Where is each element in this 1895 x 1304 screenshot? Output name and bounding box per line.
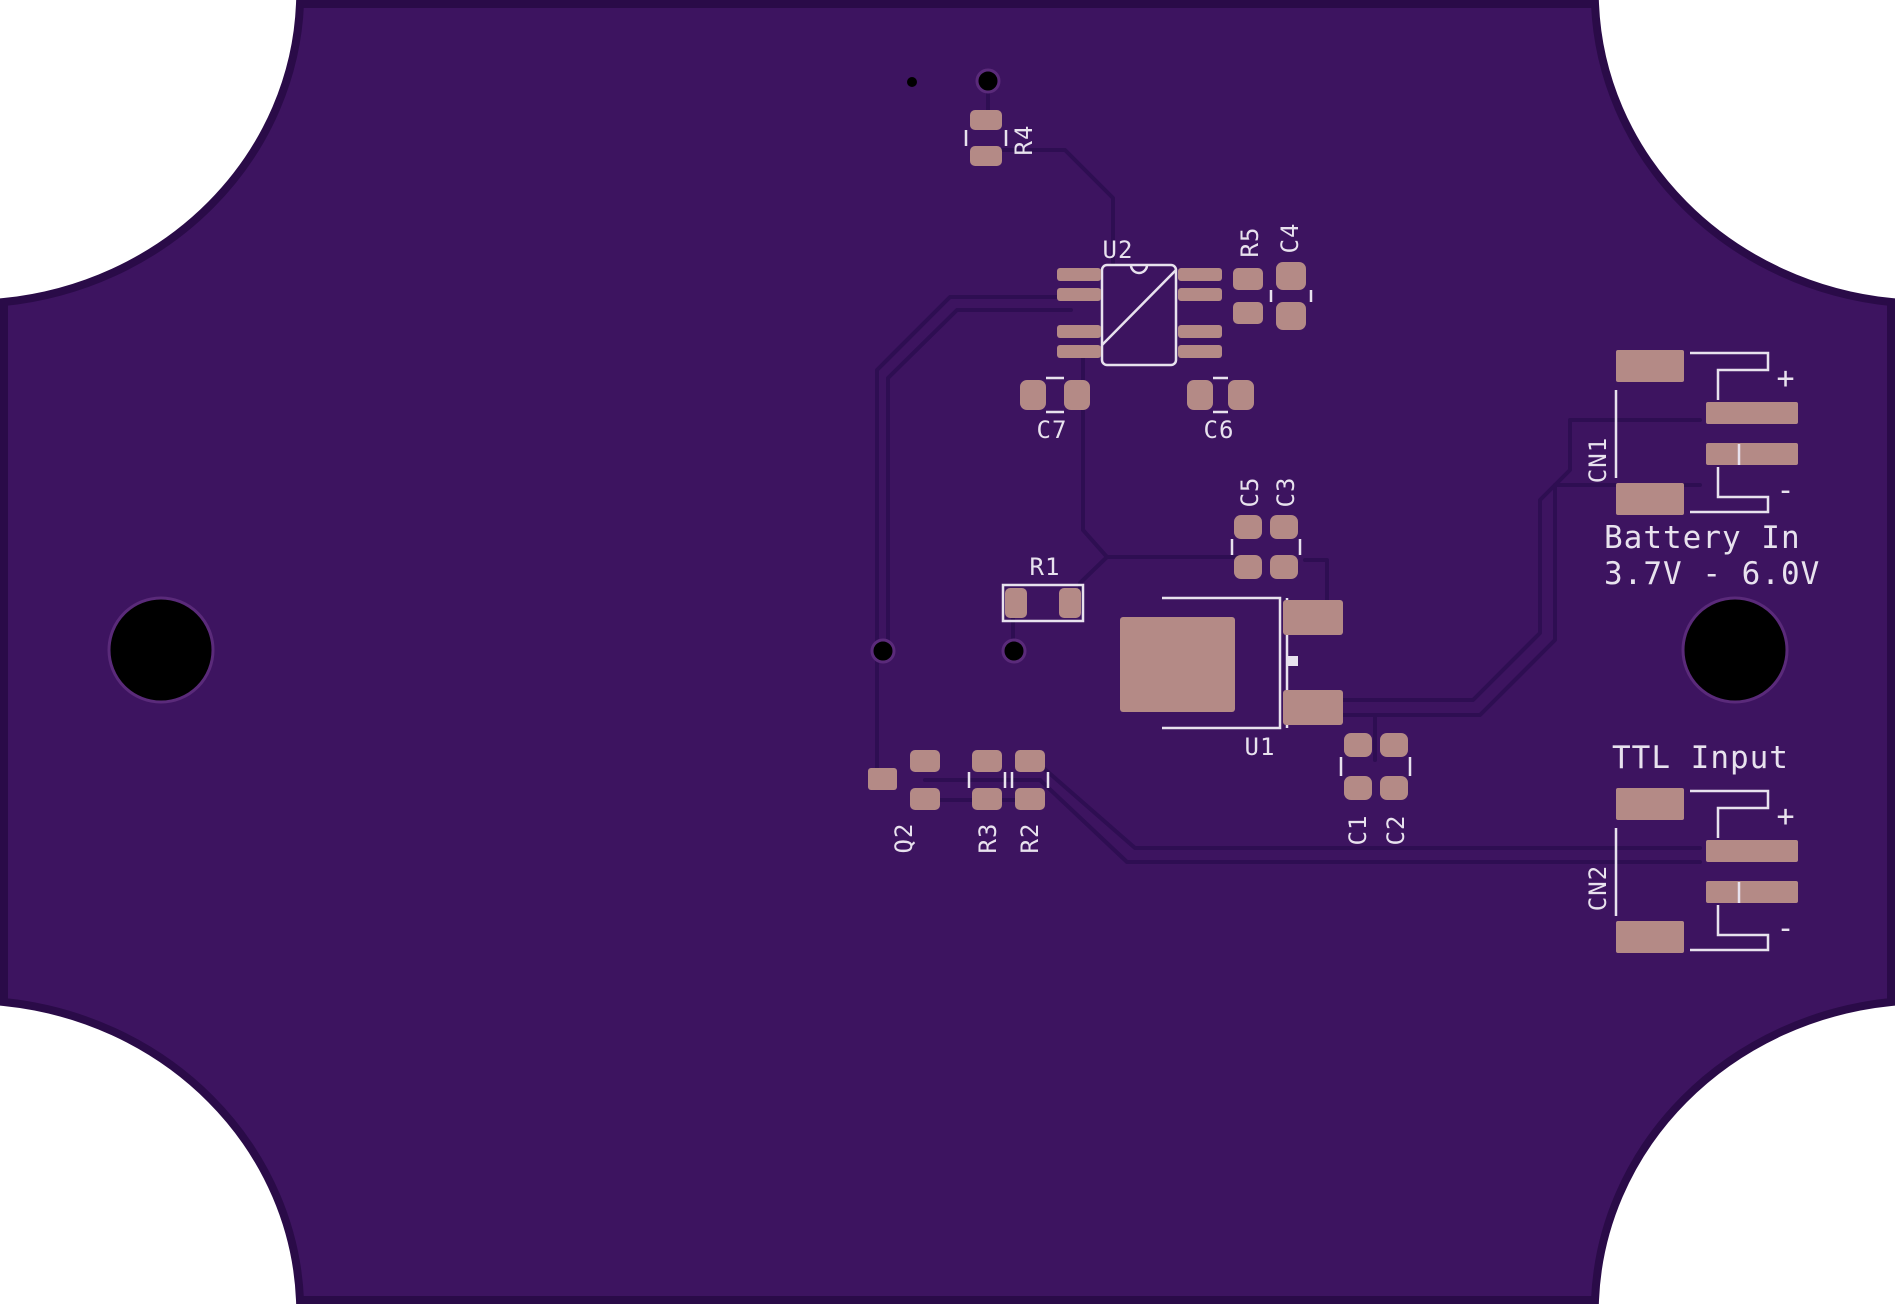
via bbox=[907, 77, 917, 87]
capacitor-c3: C3 bbox=[1270, 477, 1302, 579]
via bbox=[1001, 638, 1027, 664]
label-r4: R4 bbox=[1010, 125, 1038, 156]
battery-voltage-range-label: 3.7V - 6.0V bbox=[1604, 556, 1820, 592]
label-c6: C6 bbox=[1204, 416, 1235, 444]
resistor-r5: R5 bbox=[1233, 227, 1264, 324]
ic-u2: U2 bbox=[1057, 236, 1222, 367]
capacitor-c6: C6 bbox=[1187, 376, 1254, 444]
resistor-r1: R1 bbox=[1001, 553, 1085, 623]
label-cn2: CN2 bbox=[1584, 865, 1612, 911]
mounting-hole-right bbox=[1681, 596, 1789, 704]
capacitor-c2: C2 bbox=[1380, 733, 1412, 846]
label-c7: C7 bbox=[1037, 416, 1068, 444]
resistor-r2: R2 bbox=[1010, 750, 1050, 854]
label-c3: C3 bbox=[1272, 477, 1300, 508]
copper-traces bbox=[875, 78, 1702, 864]
via bbox=[975, 68, 1001, 94]
capacitor-c1: C1 bbox=[1339, 733, 1372, 846]
battery-in-label: Battery In bbox=[1604, 520, 1801, 556]
capacitor-c7: C7 bbox=[1020, 376, 1090, 444]
via bbox=[870, 638, 896, 664]
ttl-input-label: TTL Input bbox=[1612, 740, 1789, 776]
cn1-minus-symbol: - bbox=[1776, 473, 1795, 508]
regulator-u1: U1 bbox=[1120, 596, 1343, 761]
label-c2: C2 bbox=[1382, 815, 1410, 846]
label-u1: U1 bbox=[1245, 733, 1276, 761]
cn2-plus-symbol: + bbox=[1776, 799, 1795, 834]
capacitor-c5: C5 bbox=[1230, 477, 1264, 579]
mounting-hole-left bbox=[107, 596, 215, 704]
capacitor-c4: C4 bbox=[1269, 223, 1313, 330]
vias bbox=[870, 68, 1027, 664]
label-r3: R3 bbox=[974, 823, 1002, 854]
connector-cn2: + - CN2 bbox=[1584, 788, 1798, 953]
label-q2: Q2 bbox=[890, 823, 918, 854]
transistor-q2: Q2 bbox=[868, 750, 940, 853]
connector-cn1: + - CN1 bbox=[1584, 350, 1798, 515]
label-c5: C5 bbox=[1236, 477, 1264, 508]
label-r1: R1 bbox=[1030, 553, 1061, 581]
label-cn1: CN1 bbox=[1584, 437, 1612, 483]
label-c1: C1 bbox=[1344, 815, 1372, 846]
cn1-plus-symbol: + bbox=[1776, 361, 1795, 396]
label-c4: C4 bbox=[1276, 223, 1304, 254]
resistor-r4: R4 bbox=[964, 110, 1038, 166]
resistor-r3: R3 bbox=[967, 750, 1007, 854]
label-u2: U2 bbox=[1103, 236, 1134, 264]
label-r5: R5 bbox=[1236, 227, 1264, 258]
label-r2: R2 bbox=[1016, 823, 1044, 854]
cn2-minus-symbol: - bbox=[1776, 911, 1795, 946]
